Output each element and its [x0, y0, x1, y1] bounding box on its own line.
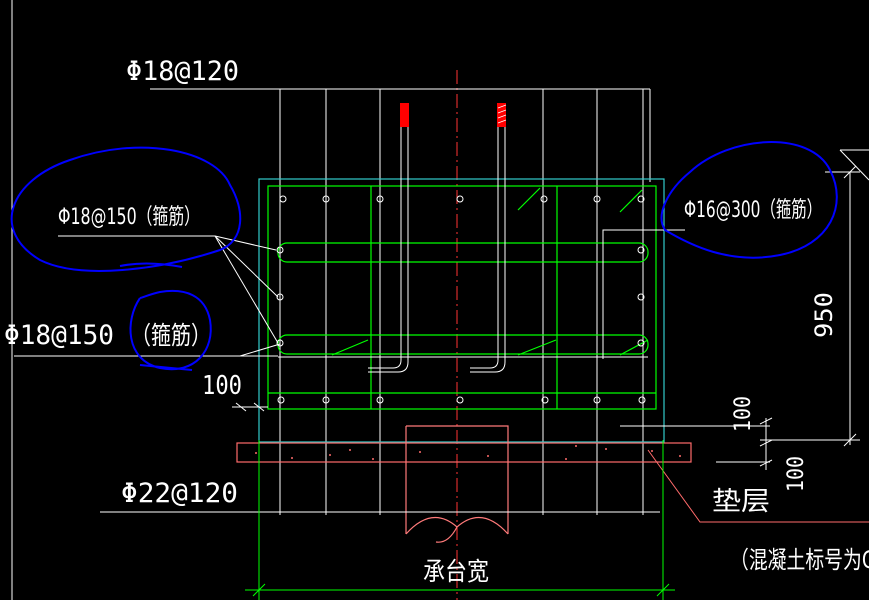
anchor-bolt-cap-left: [400, 103, 409, 127]
cushion-layer: [236, 442, 692, 463]
annotation-tail-left-2: [139, 364, 193, 371]
anchor-bolt-cap-right: [497, 103, 506, 127]
cover-dimension-text: 100: [202, 371, 242, 401]
cap-width-dimension: 承台宽: [245, 440, 675, 600]
bottom-bar-label-group: Φ22@120: [100, 478, 660, 513]
stirrup-left-1-label: Φ18@150（箍筋）: [58, 205, 200, 230]
annotation-ellipse-left-2: [129, 290, 212, 371]
anchor-bolts: [368, 103, 507, 373]
concrete-note: （混凝土标号为C: [730, 546, 869, 574]
top-bar-label-group: Φ18@120: [126, 56, 650, 90]
stirrup-cage: [267, 185, 657, 410]
height-dimension: [620, 149, 869, 447]
cap-width-label: 承台宽: [423, 557, 489, 586]
cover-dimension: 100: [202, 371, 268, 412]
pile: [405, 425, 509, 543]
dimension-b-text: 100: [784, 456, 809, 492]
top-bar-label: Φ18@120: [126, 56, 239, 87]
rebar-dots: [276, 195, 646, 404]
stirrup-left-1-group: Φ18@150（箍筋）: [58, 205, 279, 344]
annotation-ellipse-right: [660, 141, 838, 259]
cushion-leader-group: 垫层 （混凝土标号为C: [647, 449, 869, 574]
stirrup-right-group: Φ16@300（箍筋）: [602, 198, 822, 359]
stirrup-left-2-label: Φ18@150: [4, 320, 114, 351]
annotation-underline-left-1: [119, 262, 183, 268]
stirrup-left-2-suffix: （箍筋）: [131, 321, 211, 350]
annotation-ellipse-left-1: [10, 146, 242, 272]
bottom-bar-label: Φ22@120: [121, 478, 238, 509]
dimension-a-text: 100: [731, 396, 756, 432]
cushion-label: 垫层: [712, 487, 770, 517]
stirrup-right-label: Φ16@300（箍筋）: [684, 198, 822, 223]
vertical-bars: [279, 89, 651, 515]
annotations: [10, 141, 838, 371]
height-dimension-text: 950: [810, 292, 838, 338]
stirrup-left-2-group: Φ18@150 （箍筋）: [4, 320, 281, 357]
small-dimensions: [716, 417, 773, 470]
